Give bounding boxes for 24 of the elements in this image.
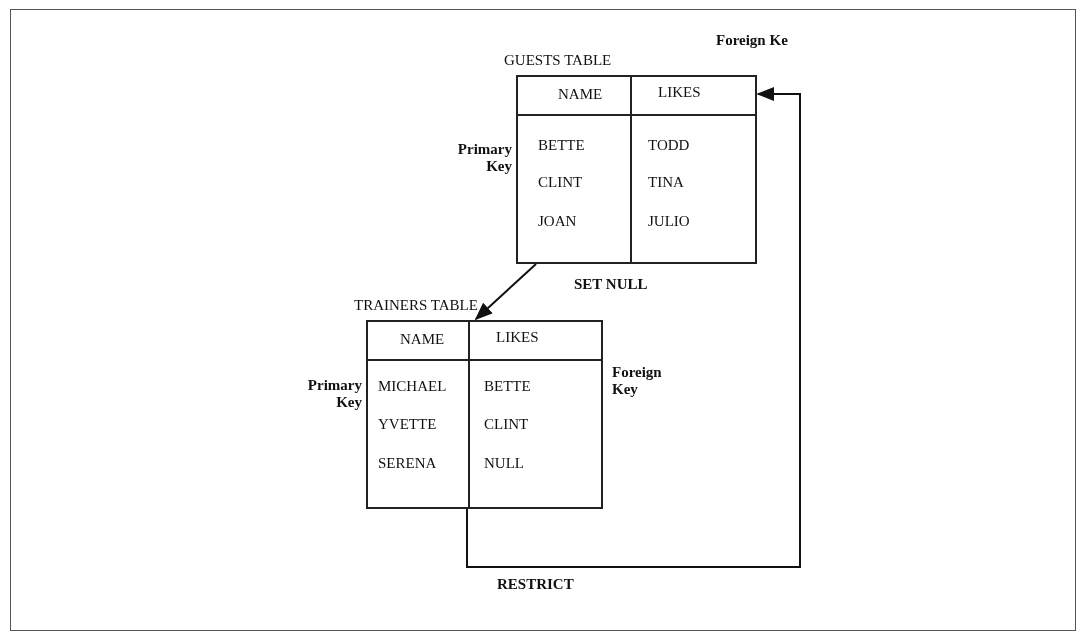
column-header: NAME [558, 86, 603, 103]
key-label: Primary Key [456, 141, 512, 175]
key-label: Foreign Ke [716, 32, 789, 49]
table-title: TRAINERS TABLE [354, 297, 478, 314]
key-label: Foreign Key [612, 364, 663, 398]
column-header: LIKES [658, 84, 701, 101]
table-cell: CLINT [538, 174, 583, 191]
table-cell: MICHAEL [378, 378, 447, 395]
table-cell: CLINT [484, 416, 529, 433]
table-cell: TINA [648, 174, 684, 191]
column-header: LIKES [496, 329, 539, 346]
table-cell: BETTE [484, 378, 531, 395]
table-cell: JULIO [648, 213, 690, 230]
column-header: NAME [400, 331, 445, 348]
table-title: GUESTS TABLE [504, 52, 612, 69]
table-cell: BETTE [538, 137, 585, 154]
table-cell: NULL [484, 455, 524, 472]
table-cell: SERENA [378, 455, 437, 472]
arrow [466, 86, 801, 568]
table-cell: TODD [648, 137, 690, 154]
table-cell: YVETTE [378, 416, 437, 433]
arrow [474, 263, 537, 321]
table-cell: JOAN [538, 213, 577, 230]
key-label: Primary Key [306, 377, 362, 411]
